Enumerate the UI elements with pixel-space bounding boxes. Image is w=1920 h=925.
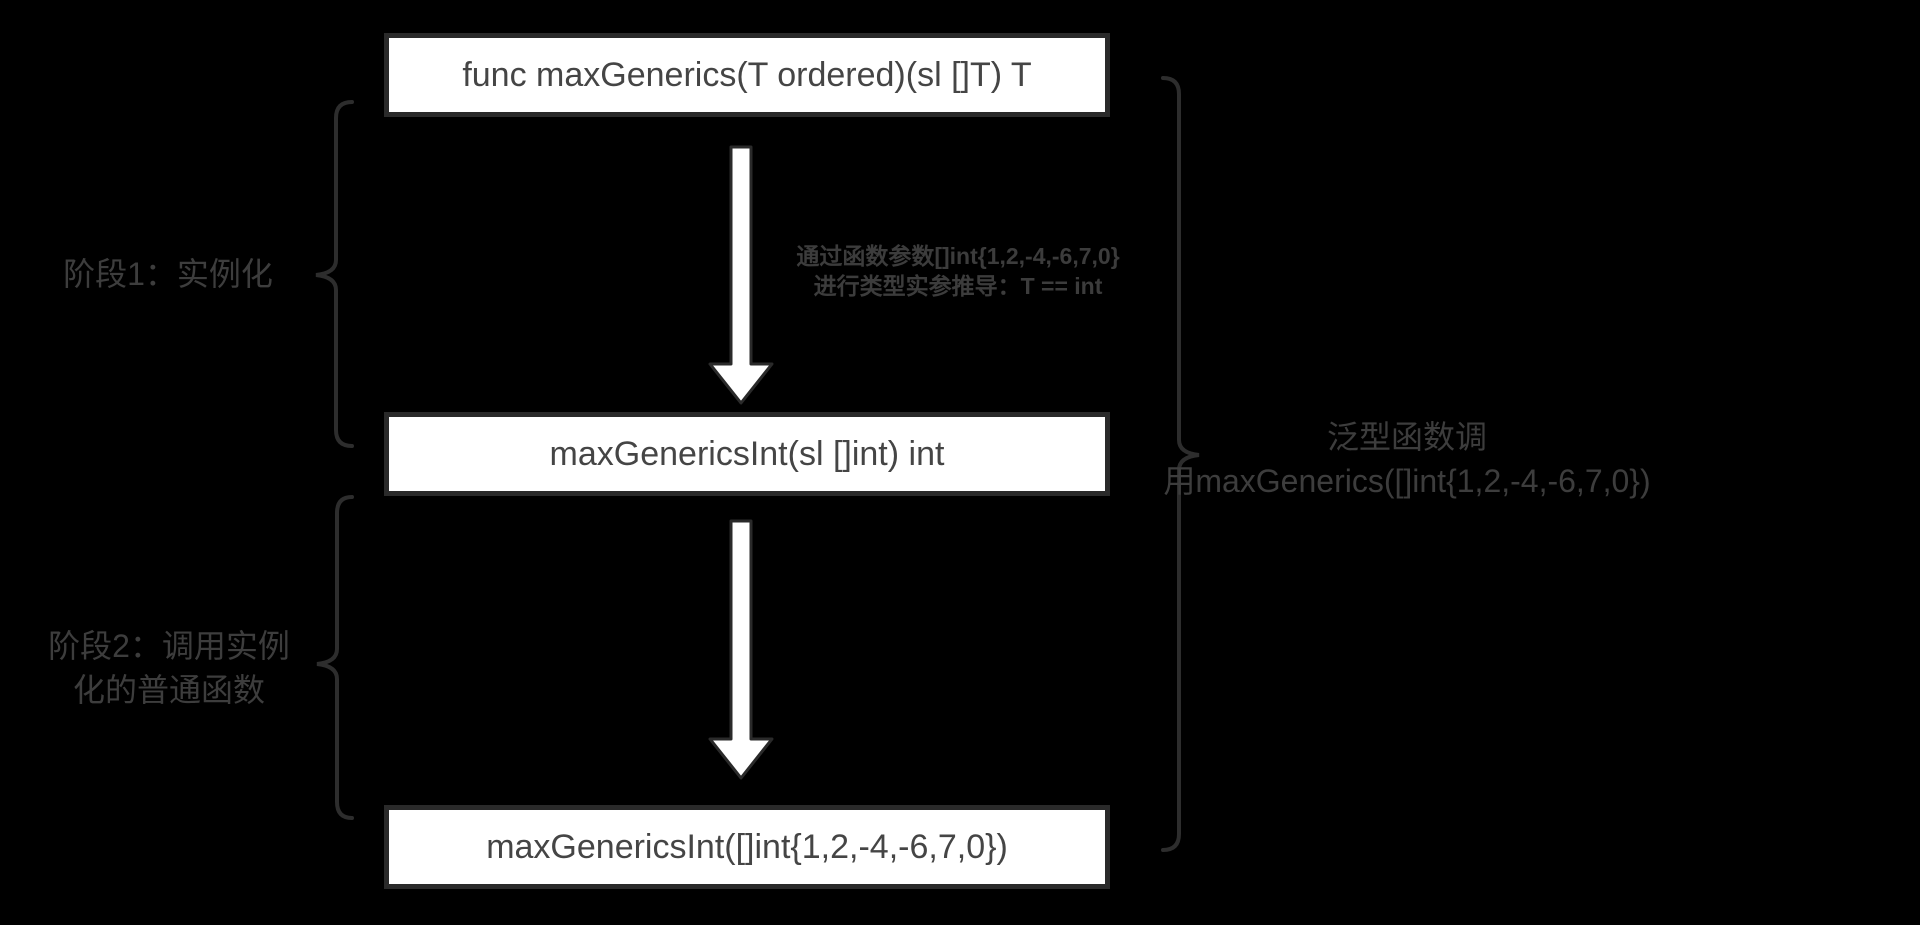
left-brace-stage2-icon <box>316 495 354 820</box>
stage2-label: 阶段2：调用实例 化的普通函数 <box>38 624 300 712</box>
node-function-call-label: maxGenericsInt([]int{1,2,-4,-6,7,0}) <box>486 827 1008 866</box>
stage1-label: 阶段1：实例化 <box>63 256 273 292</box>
node-function-call: maxGenericsInt([]int{1,2,-4,-6,7,0}) <box>384 805 1110 889</box>
node-instantiated-function: maxGenericsInt(sl []int) int <box>384 412 1110 496</box>
generic-call-label-line1: 泛型函数调 <box>1326 419 1487 455</box>
left-brace-stage1-icon <box>315 100 354 448</box>
arrow-down-icon <box>708 519 774 780</box>
node-generic-function: func maxGenerics(T ordered)(sl []T) T <box>384 33 1110 117</box>
type-inference-annotation: 通过函数参数[]int{1,2,-4,-6,7,0} 进行类型实参推导：T ==… <box>748 241 1168 301</box>
node-generic-function-label: func maxGenerics(T ordered)(sl []T) T <box>462 55 1032 94</box>
stage2-label-line2: 化的普通函数 <box>72 672 265 708</box>
type-inference-annotation-line1: 通过函数参数[]int{1,2,-4,-6,7,0} <box>796 243 1120 269</box>
generic-call-label: 泛型函数调 用maxGenerics([]int{1,2,-4,-6,7,0}) <box>1107 415 1707 503</box>
arrow-down-icon <box>708 145 774 405</box>
stage2-label-line1: 阶段2：调用实例 <box>48 628 290 664</box>
node-instantiated-function-label: maxGenericsInt(sl []int) int <box>549 434 945 473</box>
generic-call-label-line2: 用maxGenerics([]int{1,2,-4,-6,7,0}) <box>1163 463 1651 499</box>
type-inference-annotation-line2: 进行类型实参推导：T == int <box>813 273 1103 299</box>
right-brace-icon <box>1161 76 1200 852</box>
